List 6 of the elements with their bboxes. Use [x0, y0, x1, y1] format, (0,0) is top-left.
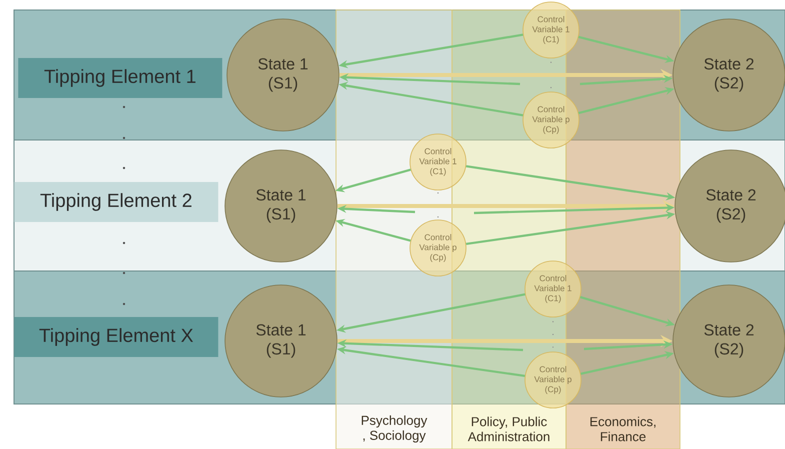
label-box: Tipping Element X [14, 317, 218, 357]
label-box: Tipping Element 2 [14, 182, 218, 222]
column-label: Economics, Finance [590, 416, 656, 442]
column-label: Policy, Public Administration [468, 416, 550, 442]
label-box: Tipping Element 1 [18, 58, 222, 98]
column-label: Psychology , Sociology [362, 415, 428, 443]
